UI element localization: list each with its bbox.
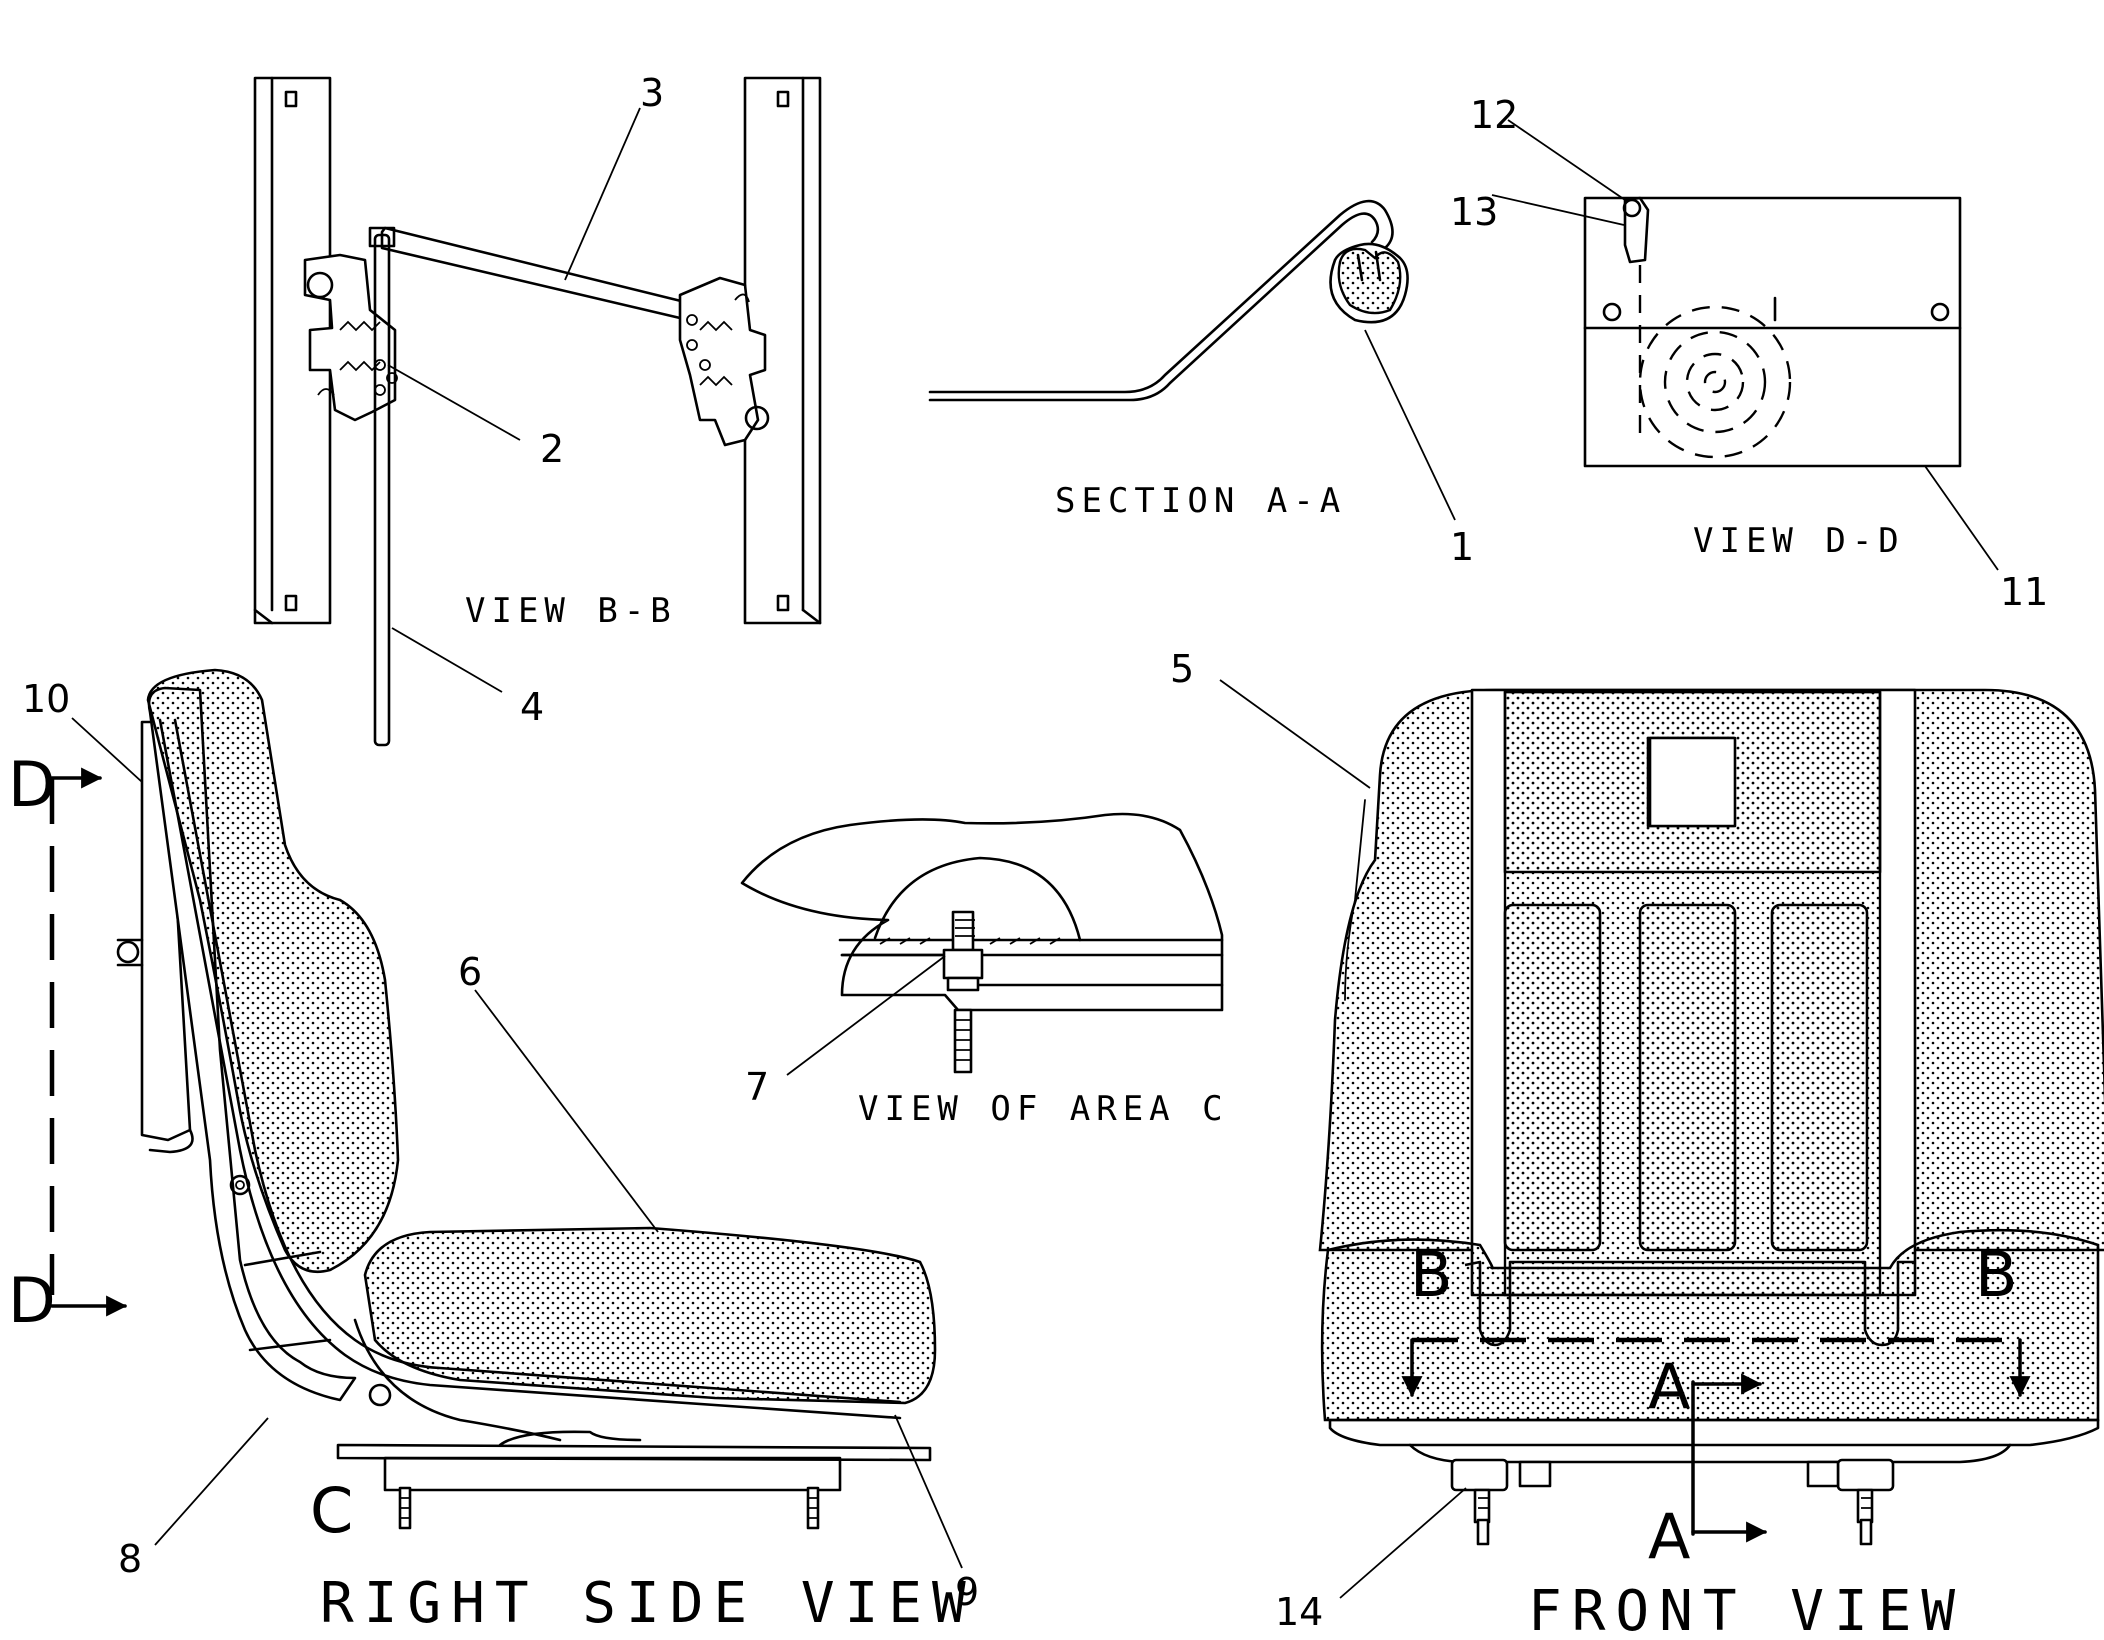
callout-14: 14 [1275, 1590, 1323, 1634]
callout-8: 8 [118, 1537, 142, 1581]
caption-view-dd: VIEW D-D [1693, 521, 1905, 561]
section-marker-d-bottom: D [8, 1264, 56, 1337]
callout-12: 12 [1470, 93, 1518, 137]
view-area-c-drawing: VIEW OF AREA C [740, 812, 1229, 1129]
callout-1: 1 [1450, 525, 1474, 569]
callout-10: 10 [22, 677, 70, 721]
right-side-view-drawing: D D C RIGHT SIDE VIEW [8, 668, 976, 1636]
section-aa-drawing: SECTION A-A [928, 199, 1456, 521]
callout-7: 7 [745, 1065, 769, 1109]
callout-5: 5 [1170, 647, 1194, 691]
section-marker-a-bottom: A [1648, 1500, 1690, 1573]
caption-view-area-c: VIEW OF AREA C [858, 1089, 1229, 1129]
caption-view-bb: VIEW B-B [465, 591, 677, 631]
section-marker-a-top: A [1648, 1350, 1690, 1423]
callout-13: 13 [1450, 190, 1498, 234]
callout-9: 9 [955, 1570, 979, 1614]
view-dd-drawing: VIEW D-D [1491, 119, 1999, 571]
callout-numbers: 1 2 3 4 5 6 7 8 9 10 11 12 13 14 [22, 71, 2048, 1634]
section-marker-b-right: B [1975, 1238, 2018, 1311]
caption-section-aa: SECTION A-A [1055, 481, 1346, 521]
section-marker-d-top: D [8, 748, 56, 821]
section-marker-c: C [310, 1474, 353, 1547]
caption-front-view: FRONT VIEW [1528, 1579, 1965, 1640]
caption-right-side-view: RIGHT SIDE VIEW [320, 1571, 976, 1636]
callout-6: 6 [458, 950, 482, 994]
callout-3: 3 [640, 71, 664, 115]
section-marker-b-left: B [1410, 1238, 1453, 1311]
callout-4: 4 [520, 685, 544, 729]
front-view-drawing: B B A A FRONT VIEW [1219, 679, 2104, 1640]
callout-11: 11 [2000, 570, 2048, 614]
view-bb-drawing: VIEW B-B [253, 76, 822, 747]
callout-2: 2 [540, 427, 564, 471]
